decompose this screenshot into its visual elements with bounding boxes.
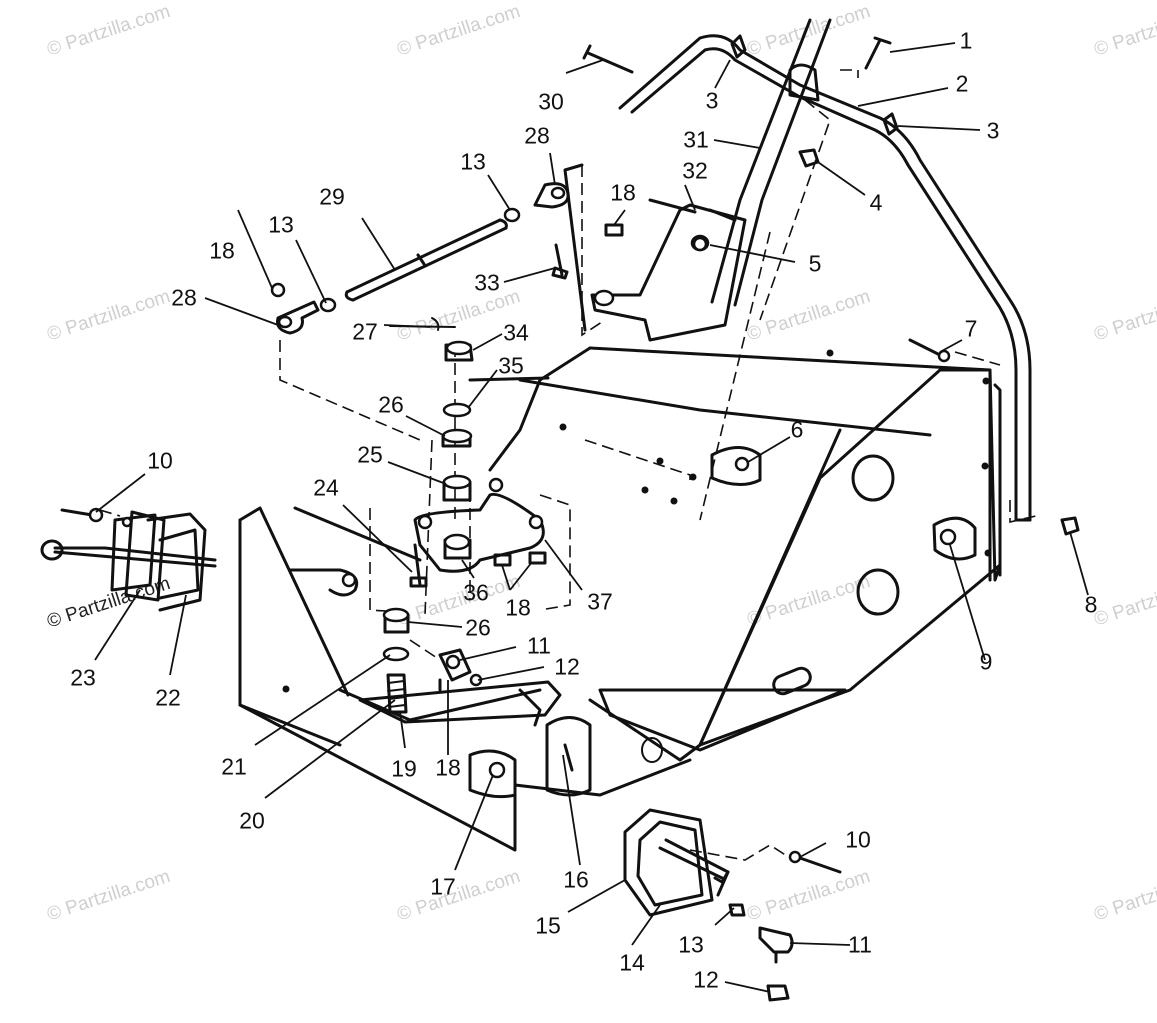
callout-31: 31 [683, 126, 709, 153]
callout-37: 37 [587, 588, 613, 615]
callout-12: 12 [693, 966, 719, 993]
callout-7: 7 [964, 315, 978, 342]
callout-24: 24 [313, 474, 339, 501]
callout-10: 10 [845, 826, 871, 853]
callout-2: 2 [955, 70, 969, 97]
idler-plate [382, 340, 547, 714]
callout-3: 3 [986, 117, 1000, 144]
frame-bulkhead [238, 346, 1002, 852]
callout-35: 35 [498, 352, 524, 379]
steering-hoop [618, 34, 1032, 522]
callout-22: 22 [155, 684, 181, 711]
alignment-lines [99, 69, 1041, 861]
callout-11: 11 [527, 632, 551, 659]
callout-26: 26 [465, 614, 491, 641]
steering-post [563, 18, 832, 521]
callout-30: 30 [538, 88, 564, 115]
callout-11: 11 [848, 931, 872, 958]
callout-13: 13 [678, 931, 704, 958]
callout-36: 36 [463, 579, 489, 606]
callout-17: 17 [430, 873, 456, 900]
callout-28: 28 [524, 122, 550, 149]
callout-8: 8 [1084, 591, 1098, 618]
callout-20: 20 [239, 807, 265, 834]
callout-1: 1 [959, 27, 973, 54]
bottom-linkage [623, 808, 842, 1002]
callout-3: 3 [705, 87, 719, 114]
callout-10: 10 [147, 447, 173, 474]
callout-12: 12 [554, 653, 580, 680]
callout-27: 27 [352, 318, 378, 345]
callout-33: 33 [474, 269, 500, 296]
callout-19: 19 [391, 755, 417, 782]
callout-18: 18 [209, 237, 235, 264]
callout-15: 15 [535, 912, 561, 939]
leader-lines [94, 42, 1089, 993]
shift-lever [358, 648, 562, 727]
callout-29: 29 [319, 183, 345, 210]
callout-28: 28 [171, 284, 197, 311]
callout-16: 16 [563, 866, 589, 893]
callout-13: 13 [460, 148, 486, 175]
callout-9: 9 [979, 648, 993, 675]
callout-23: 23 [70, 664, 96, 691]
callout-14: 14 [619, 949, 645, 976]
callout-18: 18 [610, 179, 636, 206]
left-linkage [40, 507, 359, 612]
callout-34: 34 [503, 319, 529, 346]
callout-32: 32 [682, 157, 708, 184]
callout-18: 18 [435, 754, 461, 781]
callout-18: 18 [505, 594, 531, 621]
callout-13: 13 [268, 211, 294, 238]
callout-25: 25 [357, 441, 383, 468]
callout-21: 21 [221, 753, 247, 780]
callout-5: 5 [808, 250, 822, 277]
callout-26: 26 [378, 391, 404, 418]
mounts [468, 223, 1080, 799]
tie-rod [270, 34, 899, 335]
callout-4: 4 [869, 189, 883, 216]
callout-6: 6 [790, 416, 804, 443]
